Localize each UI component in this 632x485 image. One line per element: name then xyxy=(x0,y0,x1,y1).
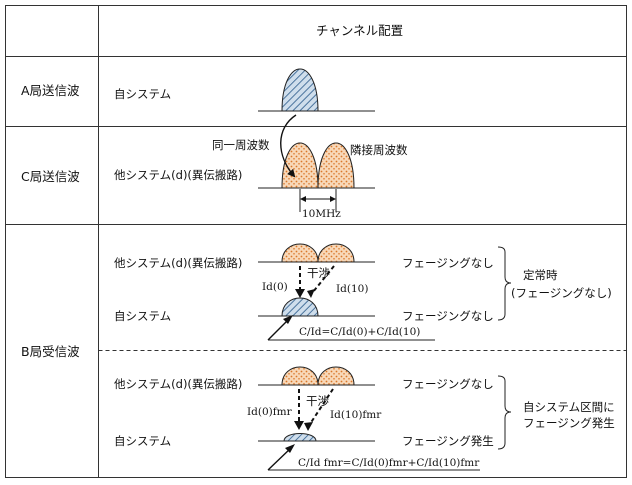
row-label-b: B局受信波 xyxy=(21,344,80,359)
b2-bracket-note-1: 自システム区間に xyxy=(523,400,615,414)
b1-id10: Id(10) xyxy=(336,283,369,295)
own-system-hump-a xyxy=(281,68,319,112)
row-label-a: A局送信波 xyxy=(21,83,80,98)
b1-fading-other: フェージングなし xyxy=(402,256,494,270)
b2-fading-other: フェージングなし xyxy=(402,377,494,391)
b1-id0: Id(0) xyxy=(262,281,288,293)
c-other-system: 他システム(d)(異伝搬路) xyxy=(114,168,243,182)
b2-id0fmr: Id(0)fmr xyxy=(247,406,292,418)
header-title: チャンネル配置 xyxy=(316,23,404,38)
same-freq-arrow xyxy=(280,114,297,178)
a-row-spectrum xyxy=(258,68,375,112)
c-same-freq: 同一周波数 xyxy=(212,138,270,152)
own-system-hump-b1 xyxy=(281,297,319,317)
c-bandwidth: 10MHz xyxy=(302,208,341,220)
a-own-system: 自システム xyxy=(114,87,172,101)
b1-fading-own: フェージングなし xyxy=(402,309,494,323)
table-grid xyxy=(5,5,627,478)
c-adjacent-freq: 隣接周波数 xyxy=(350,143,408,157)
b-lower-spectrum xyxy=(258,366,512,471)
own-system-hump-faded xyxy=(283,433,317,442)
b1-formula: C/Id=C/Id(0)+C/Id(10) xyxy=(299,326,421,338)
b2-id10fmr: Id(10)fmr xyxy=(330,409,382,421)
id10-arrow xyxy=(312,265,335,293)
other-system-hump-2 xyxy=(317,142,355,189)
row-label-c: C局送信波 xyxy=(21,169,80,184)
b2-bracket-note-2: フェージング発生 xyxy=(523,416,615,430)
b1-own-system: 自システム xyxy=(114,309,172,323)
b1-other-system: 他システム(d)(異伝搬路) xyxy=(114,256,243,270)
bracket-lower xyxy=(497,375,512,450)
b1-bracket-note-1: 定常時 xyxy=(523,268,558,282)
b2-other-system: 他システム(d)(異伝搬路) xyxy=(114,377,243,391)
bracket-upper xyxy=(497,246,512,321)
b-upper-spectrum xyxy=(258,243,512,341)
b1-bracket-note-2: (フェージングなし) xyxy=(511,286,612,300)
b2-interference: 干渉 xyxy=(306,394,329,408)
b2-fading-own: フェージング発生 xyxy=(402,434,494,448)
b2-formula: C/Id fmr=C/Id(0)fmr+C/Id(10)fmr xyxy=(298,457,480,469)
b1-interference: 干渉 xyxy=(307,266,330,280)
c-row-spectrum xyxy=(258,114,375,212)
b2-own-system: 自システム xyxy=(114,434,172,448)
